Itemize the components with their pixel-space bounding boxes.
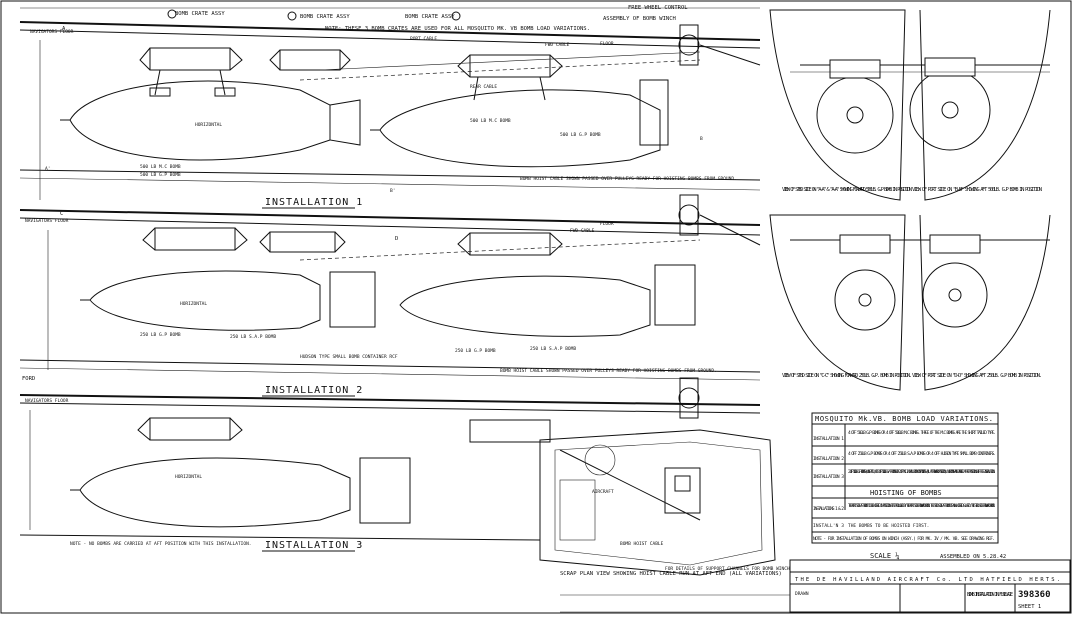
navigators-floor-2: NAVIGATORS FLOOR (25, 218, 69, 224)
horizontal-label-1: HORIZONTAL (195, 122, 222, 128)
installation-2-title: INSTALLATION 2 (265, 385, 363, 396)
assembled-on: ASSEMBLED ON 5.28.42 (940, 554, 1006, 560)
drawn-label: DRAWN (795, 591, 809, 597)
aircraft-label: AIRCRAFT (592, 489, 614, 495)
hoist-title: HOISTING OF BOMBS (870, 489, 942, 497)
port-cable-1: PORT CABLE (410, 36, 437, 42)
bomb-250-sap-1: 250 LB S.A.P BOMB (230, 334, 276, 340)
hudson-container: HUDSON TYPE SMALL BOMB CONTAINER RCF (300, 354, 398, 360)
floor-label-2: FLOOR (600, 221, 614, 227)
svg-text:B': B' (390, 188, 395, 194)
view-aa-caption: VIEW OF STBD SIDE ON "A-A" & "A-A" SHOWI… (782, 187, 912, 193)
left-margin-marks (29, 40, 49, 530)
drawing-title: BOMB INSTALLATION IN FUSELAGE (967, 592, 1013, 598)
hoist-row-1-text: THE PORT SIDE AFT BOMB TO BE HOISTED IN … (848, 503, 996, 509)
title-block: SCALE ¼ ASSEMBLED ON 5.28.42 THE DE HAVI… (560, 552, 1071, 613)
view-cc-caption: VIEW OF STBD SIDE ON "C-C" SHOWING FORWA… (782, 373, 912, 379)
hoist-cable-note-1: BOMB HOIST CABLE SHOWN PASSED OVER PULLE… (520, 176, 737, 182)
installation-1-title: INSTALLATION 1 (265, 197, 363, 208)
bomb-500-mc-2: 500 LB M.C BOMB (470, 118, 511, 124)
fwd-cable-1: FWD CABLE (545, 42, 570, 48)
view-bb-caption: VIEW OF PORT SIDE ON "B-B" SHOWING AFT 5… (912, 187, 1042, 193)
scale-label: SCALE ¼ (870, 552, 900, 560)
table-note: NOTE - FOR INSTALLATION OF BOMBS ON WINC… (813, 536, 995, 542)
scrap-plan-view: AIRCRAFT BOMB HOIST CABLE SCRAP PLAN VIE… (539, 429, 790, 577)
table-row-2-text: 4 OFF 250LB G.P BOMBS OR 4 OFF 250LB S.A… (848, 451, 996, 457)
table-row-3-label: INSTALLATION 3 (813, 474, 844, 480)
svg-text:A': A' (45, 166, 50, 172)
rear-cable-1: REAR CABLE (470, 84, 497, 90)
floor-label-1: FLOOR (600, 41, 614, 47)
horizontal-label-2: HORIZONTAL (180, 301, 207, 307)
view-dd-caption: VIEW OF PORT SIDE ON "D-D" SHOWING AFT 2… (912, 373, 1042, 379)
bomb-250-sap-2: 250 LB S.A.P BOMB (530, 346, 576, 352)
ford-label: FORD (22, 376, 35, 382)
bomb-500-gp-1: 500 LB G.P BOMB (140, 172, 181, 178)
hoist-cable-note-2: BOMB HOIST CABLE SHOWN PASSED OVER PULLE… (500, 368, 717, 374)
top-annotations: BOMB CRATE ASSY BOMB CRATE ASSY BOMB CRA… (20, 5, 760, 32)
bomb-250-gp-2: 250 LB G.P BOMB (455, 348, 496, 354)
free-wheel-control-label: FREE WHEEL CONTROL (628, 5, 688, 11)
horizontal-label-3: HORIZONTAL (175, 474, 202, 480)
drawing-number: 398360 (1018, 590, 1051, 600)
table-row-1-text: 4 OFF 500LB G.P BOMBS OR 4 OFF 500LB M.C… (848, 430, 996, 436)
company-name: THE DE HAVILLAND AIRCRAFT Co. LTD HATFIE… (795, 577, 1060, 583)
sheet-number: SHEET 1 (1018, 604, 1041, 610)
section-d-top: D (395, 236, 398, 242)
navigators-floor-1: NAVIGATORS FLOOR (30, 29, 74, 35)
installation-1-drawing: NAVIGATORS FLOOR A' A HORIZONTAL 500 LB … (19, 21, 761, 209)
table-row-3-text: 2 OFF 500LB G.P BOMBS (LONG TAIL) OR 2 O… (848, 469, 996, 475)
bomb-500-mc-1: 500 LB M.C BOMB (140, 164, 181, 170)
assy-hoist-label: ASSEMBLY OF BOMB WINCH (603, 16, 676, 22)
bomb-load-table: MOSQUITO Mk.VB. BOMB LOAD VARIATIONS. IN… (811, 412, 999, 544)
for-details-label: FOR DETAILS OF SUPPORT CHANNELS FOR BOMB… (665, 566, 790, 572)
section-views: VIEW OF STBD SIDE ON "A-A" & "A-A" SHOWI… (769, 9, 1051, 391)
hoist-row-1-label: INSTALLATIONS 1 & 2 (813, 506, 844, 512)
bomb-crate-assy-label-2: BOMB CRATE ASSY (300, 14, 350, 20)
scrap-plan-title: SCRAP PLAN VIEW SHOWING HOIST CABLE RUN … (560, 571, 782, 577)
table-row-2-label: INSTALLATION 2 (813, 456, 844, 462)
bomb-crate-assy-label-1: BOMB CRATE ASSY (175, 11, 225, 17)
bomb-hoist-cable-label: BOMB HOIST CABLE (620, 541, 664, 547)
table-title: MOSQUITO Mk.VB. BOMB LOAD VARIATIONS. (815, 415, 993, 423)
installation-3-title: INSTALLATION 3 (265, 540, 363, 551)
note-bottom: NOTE - NO BOMBS ARE CARRIED AT AFT POSIT… (70, 541, 252, 547)
table-row-1-label: INSTALLATION 1 (813, 436, 844, 442)
svg-text:B: B (700, 136, 703, 142)
installation-2-drawing: NAVIGATORS FLOOR C 250 LB G.P BOMB 250 L… (19, 194, 761, 397)
hoist-row-2-text: THE BOMBS TO BE HOISTED FIRST. (848, 523, 929, 529)
section-a-top: A (62, 26, 66, 32)
section-c-top: C (60, 211, 63, 217)
fwd-cable-2: FWD CABLE (570, 228, 595, 234)
bomb-crate-assy-label-3: BOMB CRATE ASSY (405, 14, 455, 20)
installation-3-drawing: FORD NAVIGATORS FLOOR HORIZONTAL NOTE - … (19, 376, 761, 552)
hoist-row-2-label: INSTALL'N 3 (813, 523, 844, 529)
bomb-500-gp-2: 500 LB G.P BOMB (560, 132, 601, 138)
bomb-250-gp-1: 250 LB G.P BOMB (140, 332, 181, 338)
navigators-floor-3: NAVIGATORS FLOOR (25, 398, 69, 404)
note-crates: NOTE: THESE 3 BOMB CRATES ARE USED FOR A… (325, 26, 590, 32)
